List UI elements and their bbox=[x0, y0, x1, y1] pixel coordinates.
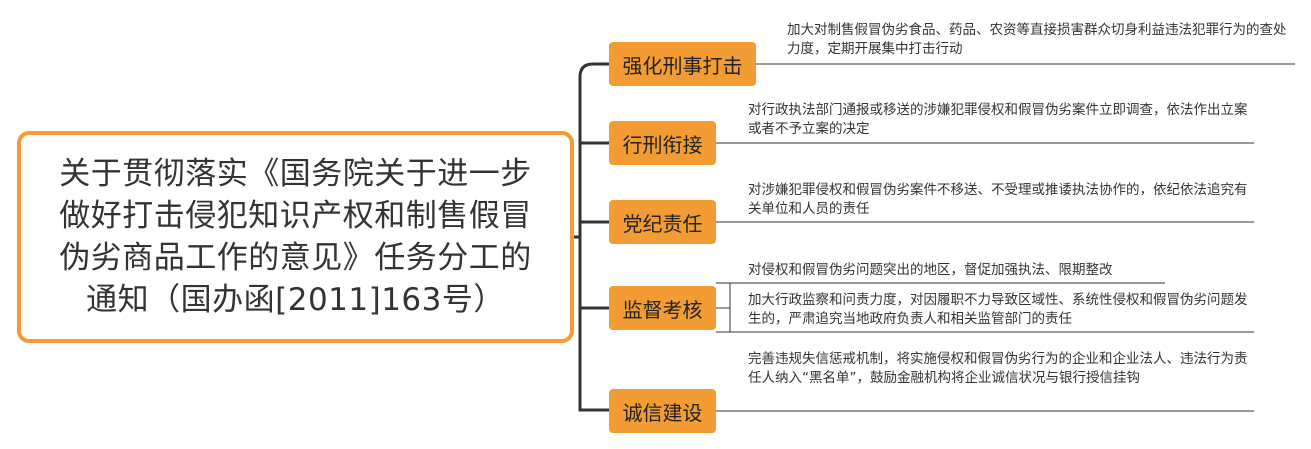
leaf-text: 对涉嫌犯罪侵权和假冒伪劣案件不移送、不受理或推诿执法协作的，依纪依法追究有关单位… bbox=[748, 182, 1248, 217]
branch-label: 诚信建设 bbox=[622, 400, 703, 425]
root-title: 关于贯彻落实《国务院关于进一步做好打击侵犯知识产权和制售假冒伪劣商品工作的意见》… bbox=[59, 156, 532, 318]
branch-label: 强化刑事打击 bbox=[622, 53, 743, 78]
branch-party-discipline[interactable]: 党纪责任 bbox=[609, 200, 716, 244]
leaf-text: 对侵权和假冒伪劣问题突出的地区，督促加强执法、限期整改 bbox=[748, 262, 1113, 278]
root-topic[interactable]: 关于贯彻落实《国务院关于进一步做好打击侵犯知识产权和制售假冒伪劣商品工作的意见》… bbox=[17, 131, 574, 343]
branch-credit[interactable]: 诚信建设 bbox=[609, 389, 716, 433]
branch-criminal-strike[interactable]: 强化刑事打击 bbox=[609, 42, 756, 86]
branch-supervision[interactable]: 监督考核 bbox=[609, 286, 716, 330]
leaf-text: 加大行政监察和问责力度，对因履职不力导致区域性、系统性侵权和假冒伪劣问题发生的，… bbox=[748, 292, 1248, 327]
leaf-text: 加大对制售假冒伪劣食品、药品、农资等直接损害群众切身利益违法犯罪行为的查处力度，… bbox=[787, 22, 1287, 57]
branch-label: 党纪责任 bbox=[622, 211, 703, 236]
leaf-text: 对行政执法部门通报或移送的涉嫌犯罪侵权和假冒伪劣案件立即调查，依法作出立案或者不… bbox=[748, 102, 1248, 137]
branch-admin-criminal-link[interactable]: 行刑衔接 bbox=[609, 121, 716, 165]
branch-label: 监督考核 bbox=[622, 297, 703, 322]
leaf-text: 完善违规失信惩戒机制，将实施侵权和假冒伪劣行为的企业和企业法人、违法行为责任人纳… bbox=[748, 351, 1248, 386]
branch-label: 行刑衔接 bbox=[622, 132, 703, 157]
